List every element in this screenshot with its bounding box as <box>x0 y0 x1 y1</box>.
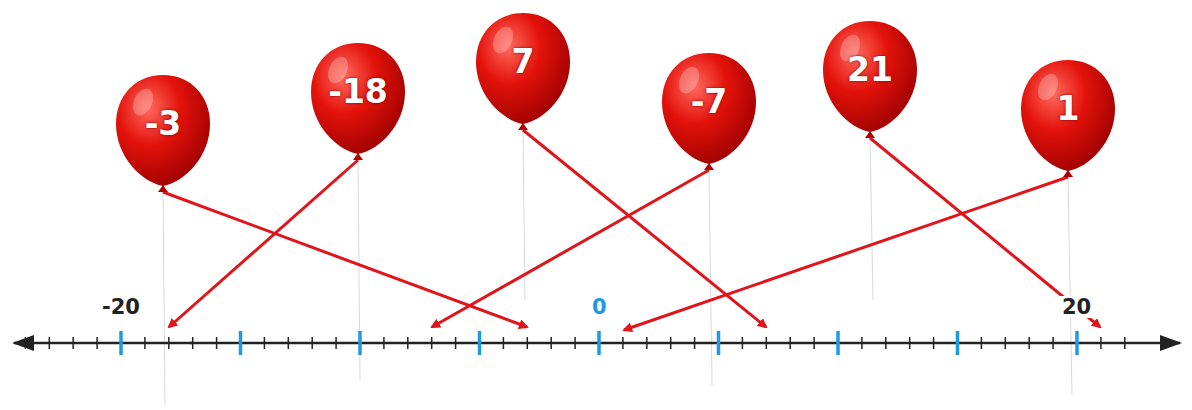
pointer-arrows <box>163 130 1100 330</box>
balloon: -7 <box>659 50 759 172</box>
number-line <box>14 331 1180 355</box>
balloon-number: 21 <box>820 50 920 90</box>
balloon: -18 <box>308 40 408 162</box>
balloon: 7 <box>473 10 573 132</box>
tick-label: -20 <box>100 296 142 318</box>
tick-label: 20 <box>1060 296 1093 318</box>
balloon-number: -3 <box>113 104 213 144</box>
balloon-number: -7 <box>659 82 759 122</box>
balloon-number: 7 <box>473 42 573 82</box>
tick-label: 0 <box>590 296 609 318</box>
balloon-number: 1 <box>1018 89 1118 129</box>
balloon: -3 <box>113 72 213 194</box>
balloon-number: -18 <box>308 72 408 112</box>
balloon: 1 <box>1018 57 1118 179</box>
balloon-strings <box>163 130 1072 405</box>
balloon: 21 <box>820 18 920 140</box>
